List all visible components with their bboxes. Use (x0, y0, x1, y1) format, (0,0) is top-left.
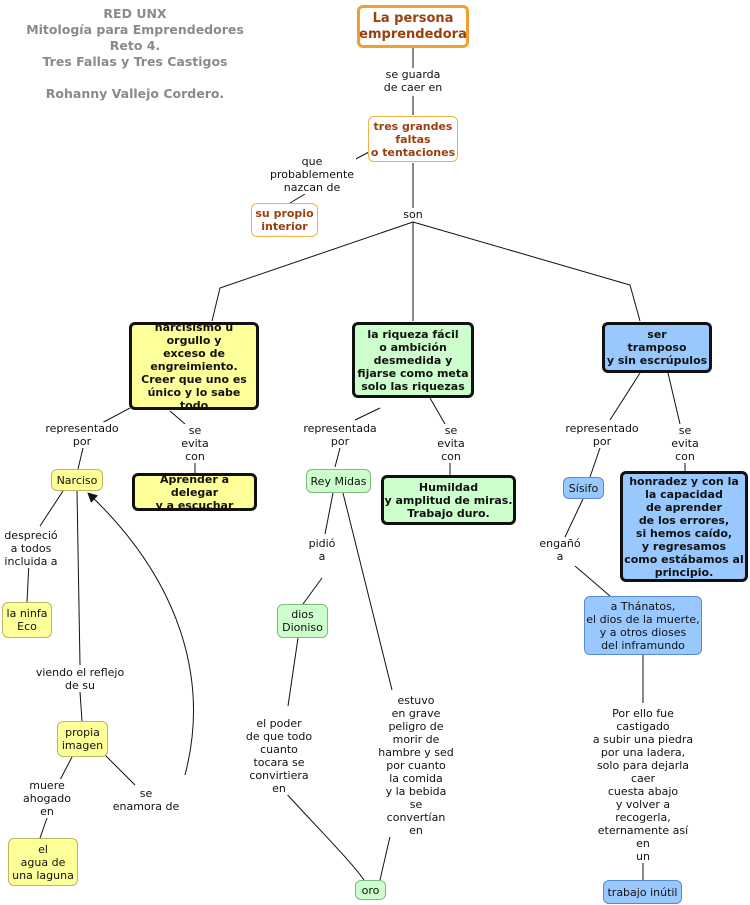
node-persona-emprendedora[interactable]: La persona emprendedora (357, 5, 469, 48)
header-line-1: RED UNX (103, 6, 167, 21)
link-representada-por: representada por (301, 422, 379, 448)
node-agua-laguna[interactable]: el agua de una laguna (8, 838, 78, 886)
link-se-evita-con-2: se evita con (435, 424, 467, 463)
link-viendo-el-reflejo: viendo el reflejo de su (33, 666, 127, 692)
node-tres-grandes-faltas[interactable]: tres grandes faltas o tentaciones (368, 116, 458, 162)
link-representado-por-1: representado por (43, 422, 121, 448)
node-aprender-a-delegar[interactable]: Aprender a delegar y a escuchar (132, 473, 257, 512)
node-su-propio-interior[interactable]: su propio interior (251, 203, 318, 237)
link-se-guarda-de-caer-en: se guarda de caer en (381, 68, 445, 94)
node-ser-tramposo[interactable]: ser tramposo y sin escrúpulos (602, 322, 712, 373)
node-ninfa-eco[interactable]: la ninfa Eco (2, 602, 52, 638)
node-dios-dioniso[interactable]: dios Dioniso (277, 604, 328, 638)
header-block: RED UNX Mitología para Emprendedores Ret… (10, 6, 260, 102)
header-line-3: Reto 4. (109, 38, 161, 53)
link-se-evita-con-3: se evita con (669, 424, 701, 463)
link-que-probablemente-nazcan-de: que probablemente nazcan de (267, 155, 357, 194)
node-narciso[interactable]: Narciso (51, 469, 103, 491)
link-estuvo-en-grave-peligro: estuvo en grave peligro de morir de hamb… (376, 694, 456, 837)
link-desprecio-a-todos: despreció a todos incluida a (2, 529, 60, 568)
link-el-poder: el poder de que todo cuanto tocara se co… (243, 717, 315, 795)
link-se-enamora-de: se enamora de (110, 787, 182, 813)
header-line-4: Tres Fallas y Tres Castigos (42, 54, 228, 69)
header-line-5: Rohanny Vallejo Cordero. (45, 86, 225, 101)
node-sisifo[interactable]: Sísifo (563, 477, 604, 499)
link-son: son (401, 208, 425, 221)
node-riqueza-facil[interactable]: la riqueza fácil o ambición desmedida y … (352, 322, 474, 398)
link-muere-ahogado-en: muere ahogado en (21, 779, 73, 818)
link-pidio-a: pidió a (306, 537, 338, 563)
node-thanatos[interactable]: a Thánatos, el dios de la muerte, y a ot… (584, 596, 702, 655)
node-narcisismo[interactable]: narcisismo u orgullo y exceso de engreim… (129, 321, 259, 412)
node-oro[interactable]: oro (355, 880, 386, 900)
header-line-2: Mitología para Emprendedores (26, 22, 244, 37)
link-por-ello-fue-castigado: Por ello fue castigado a subir una piedr… (589, 707, 697, 863)
node-trabajo-inutil[interactable]: trabajo inútil (603, 880, 682, 904)
node-humildad[interactable]: Humildad y amplitud de miras. Trabajo du… (381, 475, 516, 525)
link-representado-por-3: representado por (563, 422, 641, 448)
node-rey-midas[interactable]: Rey Midas (306, 469, 371, 493)
node-propia-imagen[interactable]: propia imagen (57, 721, 108, 757)
link-se-evita-con-1: se evita con (179, 424, 211, 463)
node-honradez[interactable]: honradez y con la la capacidad de aprend… (620, 471, 748, 582)
link-engano-a: engañó a (537, 537, 583, 563)
